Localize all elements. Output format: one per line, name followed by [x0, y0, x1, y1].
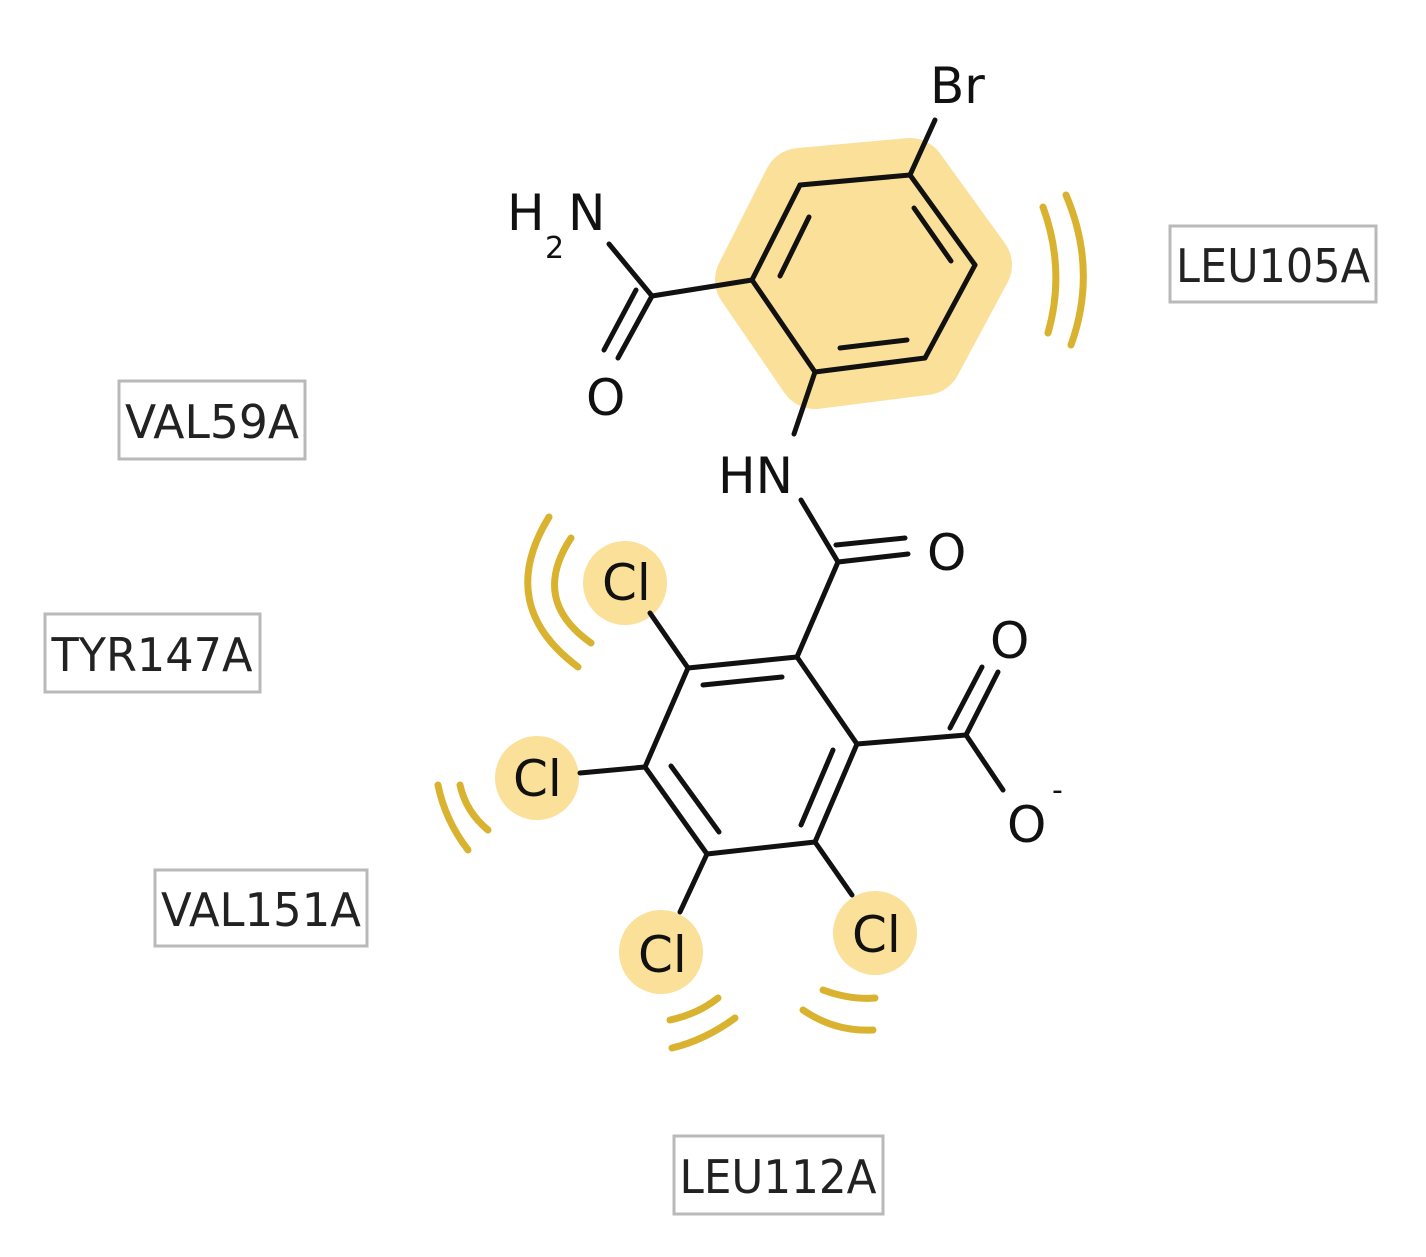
residue-box [1168, 224, 1378, 304]
atom-cl-2: Cl [513, 750, 562, 808]
chlorine-highlights [495, 541, 917, 994]
atom-charge: - [1052, 773, 1063, 808]
bond-ring1-a [797, 172, 913, 188]
bond-c-cl-1 [647, 610, 691, 671]
contact-arc-cl4-inner [819, 986, 879, 1002]
bond-ring2-b [812, 741, 860, 845]
contact-arc-cl2-inner [456, 781, 492, 834]
bond-ring1-c [922, 262, 978, 361]
atom-o-anion: O [1007, 796, 1046, 854]
atom-hn: HN [718, 447, 793, 505]
atom-h-subscript: 2 [545, 231, 564, 266]
ring-highlight [715, 138, 1012, 409]
residue-label: LEU105A [1176, 239, 1370, 293]
bond-ring-carboxyl [854, 732, 969, 747]
contact-arc-cl4-outer [799, 1006, 877, 1034]
bonds [577, 117, 1006, 915]
bond-c-o-amide-1 [615, 293, 655, 361]
hydrophobic-contacts [434, 191, 1087, 1052]
bond-ring1-d [812, 355, 928, 375]
contact-arc-leu105-inner [1039, 203, 1060, 337]
bond-carbonyl-o-2 [833, 535, 908, 548]
residue-labels: LEU105A VAL59A TYR147A VAL151A LEU112A [43, 224, 1378, 1216]
bond-ring2-c [704, 839, 818, 857]
bond-carboxyl-o-anion [963, 732, 1006, 793]
residue-box [43, 612, 262, 694]
bond-ring2-a [794, 654, 860, 747]
bond-c-o-amide-2 [601, 287, 639, 353]
residue-box [153, 868, 369, 948]
cl-highlight-3 [619, 910, 703, 994]
bond-ring1-f [749, 182, 803, 283]
contact-arc-cl3-outer [668, 1014, 739, 1052]
cl-highlight-1 [583, 541, 667, 625]
residue-val151a: VAL151A [153, 868, 369, 948]
bond-c-cl-2 [577, 764, 648, 776]
contact-arc-cl2-outer [434, 781, 472, 854]
bond-carboxyl-o-1 [963, 669, 1001, 738]
bond-ring2-double-2 [798, 747, 836, 828]
contact-arc-leu105-outer [1062, 191, 1087, 349]
bond-ring1-double-1 [911, 205, 954, 264]
atom-cl-1: Cl [602, 554, 651, 612]
bond-carboxyl-o-2 [947, 664, 985, 731]
atom-cl-3: Cl [638, 926, 687, 984]
atom-o-acid: O [990, 612, 1029, 670]
cl-highlight-2 [495, 736, 579, 820]
bond-ring1-double-2 [837, 337, 910, 351]
atom-h-amide: H [507, 184, 545, 242]
bond-nh-carbonyl [798, 497, 841, 565]
bond-c-cl-4 [812, 839, 855, 898]
residue-leu112a: LEU112A [672, 1134, 885, 1216]
residue-label: VAL59A [125, 395, 300, 449]
atom-n-amide: N [568, 184, 605, 242]
bond-carbonyl-ring [794, 559, 841, 660]
bond-ring2-double-3 [668, 763, 722, 835]
bond-ring2-double-1 [700, 674, 785, 688]
residue-leu105a: LEU105A [1168, 224, 1378, 304]
contact-arc-cl3-inner [666, 994, 722, 1024]
bond-ring2-d [642, 764, 710, 857]
contact-arc-cl1-inner [551, 534, 595, 647]
atom-labels: Br H 2 N O HN O O O - Cl Cl Cl Cl [507, 57, 1063, 984]
bond-ring1-b [907, 172, 978, 268]
bond-ring2-e [642, 665, 691, 770]
residue-label: LEU112A [680, 1150, 877, 1204]
contact-arc-cl1-outer [524, 513, 582, 671]
atom-o-amide: O [586, 369, 625, 427]
residue-val59a: VAL59A [117, 379, 307, 461]
residue-box [672, 1134, 885, 1216]
cl-highlight-4 [833, 891, 917, 975]
residue-box [117, 379, 307, 461]
bond-c-n-amide [606, 241, 655, 299]
bond-ring-c-amide [649, 277, 755, 299]
atom-br: Br [930, 57, 985, 115]
bond-carbonyl-o-1 [835, 551, 911, 565]
bond-ring1-e [749, 277, 818, 375]
residue-label: TYR147A [51, 628, 253, 682]
bond-c-br [907, 117, 938, 178]
bond-c-cl-3 [677, 851, 710, 915]
atom-o-carbonyl: O [927, 524, 966, 582]
residue-label: VAL151A [161, 883, 362, 937]
bond-ring2-f [685, 654, 800, 671]
bond-ring-nh [791, 369, 818, 437]
atom-cl-4: Cl [852, 906, 901, 964]
bond-ring1-double-3 [777, 214, 812, 279]
residue-tyr147a: TYR147A [43, 612, 262, 694]
